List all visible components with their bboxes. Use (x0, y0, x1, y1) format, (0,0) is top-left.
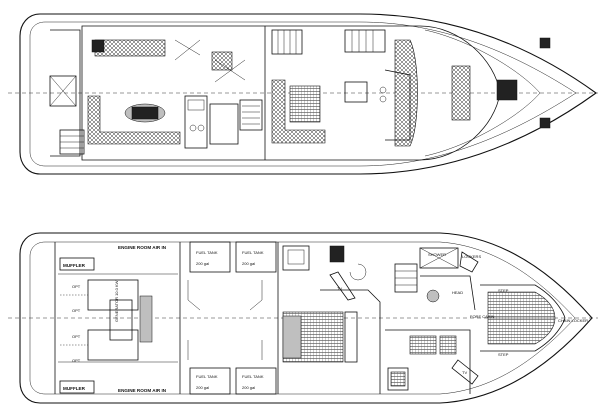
lower-stairs-treads (395, 270, 417, 286)
lockers-label: LOCKERS (462, 254, 481, 259)
helm-counter (384, 69, 411, 141)
foredeck-hatch (496, 79, 518, 101)
salon-table-insert (131, 106, 159, 120)
helm-station (394, 39, 418, 147)
fore-cabin-label: FORE CABIN (470, 314, 495, 319)
anchor-chain-locker-2 (539, 117, 551, 129)
guest-cabinet (387, 367, 409, 391)
fuel-tank-2-capacity: 200 gal (242, 261, 255, 266)
head-toilet-icon (426, 289, 440, 303)
engine-fwd-block (139, 295, 153, 343)
door-swing-2 (214, 59, 246, 83)
upper-helm-seat (211, 51, 233, 71)
fuel-tank-1 (189, 241, 231, 273)
fuel-tank-4 (235, 367, 277, 395)
upper-deck-plan (8, 13, 598, 175)
salon-settee (87, 95, 181, 145)
upper-inner-rail (29, 21, 577, 167)
upper-stairs (271, 29, 303, 55)
fuel-tank-3 (189, 367, 231, 395)
upper-console (344, 81, 368, 103)
galley-storage (239, 99, 263, 131)
opt-label-3: OPT (72, 334, 81, 339)
galley-sink-icon (187, 99, 205, 111)
lower-inner-hull (29, 241, 576, 395)
upper-stairs-treads (277, 30, 297, 54)
tv-label-1: TV (337, 286, 342, 291)
fuel-tank-4-capacity: 200 gal (242, 385, 255, 390)
muffler-top (59, 257, 95, 271)
muffler-bottom (59, 380, 95, 394)
fuel-tank-2-label: FUEL TANK (242, 250, 264, 255)
galley-stove-burner-2-icon (197, 124, 205, 132)
step-bottom-label: STEP (498, 352, 509, 357)
engine-room-air-in-top: ENGINE ROOM AIR IN (118, 245, 167, 250)
upper-dinette-table (289, 85, 321, 123)
shower-stall (419, 247, 459, 269)
opt-label-2: OPT (72, 308, 81, 313)
fuel-tank-4-label: FUEL TANK (242, 374, 264, 379)
fuel-tank-2 (235, 241, 277, 273)
aft-settee (94, 39, 166, 57)
head-wall (420, 275, 476, 311)
upper-console-knob-icon (379, 86, 387, 94)
galley-stove-burner-icon (189, 124, 197, 132)
head-label: HEAD (452, 290, 463, 295)
galley-cabinet (209, 103, 239, 145)
fwd-locker-shape (459, 251, 479, 273)
vanity (282, 245, 310, 271)
opt-label-4: OPT (72, 358, 81, 363)
lower-deck-plan (8, 232, 598, 404)
upper-dinette (271, 79, 326, 144)
fuel-tank-3-label: FUEL TANK (196, 374, 218, 379)
engine-room-rails (58, 273, 178, 363)
master-nightstand (344, 311, 358, 363)
aft-steps-treads (60, 135, 84, 149)
galley-storage-shelves (242, 105, 260, 125)
aft-corner-seat (91, 39, 105, 53)
muffler-top-label: MUFFLER (63, 263, 86, 268)
chain-locker-label: CHAIN LOCKER (558, 318, 588, 323)
door-swing-1 (174, 39, 201, 61)
fwd-stairs (344, 29, 386, 53)
master-locker (329, 245, 345, 263)
anchor-chain-locker (539, 37, 551, 49)
master-locker-circle (349, 263, 367, 281)
generator (109, 299, 133, 341)
fwd-stairs-treads (351, 30, 374, 52)
fuel-tank-1-capacity: 200 gal (196, 261, 209, 266)
shower-drain-icon (419, 247, 459, 269)
aft-hatch-cross-icon (49, 75, 77, 107)
aft-hatch-icon (49, 75, 77, 107)
generator-label: GENERATOR 10.0 KW (114, 280, 119, 322)
engine-room-air-in-bottom: ENGINE ROOM AIR IN (118, 388, 167, 393)
guest-wall (385, 329, 471, 394)
upper-aft-cockpit (50, 29, 81, 157)
muffler-bottom-label: MUFFLER (63, 386, 86, 391)
upper-console-knob-2-icon (379, 95, 387, 103)
opt-label-1: OPT (72, 284, 81, 289)
guest-cabinet-inner (390, 371, 406, 387)
shower-label: SHOWER (428, 252, 446, 257)
lower-deck-labels: ENGINE ROOM AIR IN ENGINE ROOM AIR IN MU… (63, 245, 588, 393)
master-wall (320, 289, 381, 394)
fwd-deck-line (424, 29, 541, 157)
guest-bed-2 (439, 335, 457, 355)
vanity-sink-icon (287, 249, 305, 265)
fore-cabin-wall (480, 284, 566, 352)
guest-bed-1 (409, 335, 437, 355)
tv-label-2: TV (462, 370, 467, 375)
fuel-tank-3-capacity: 200 gal (196, 385, 209, 390)
fuel-tank-1-label: FUEL TANK (196, 250, 218, 255)
guest-tv-cabinet (451, 359, 479, 385)
tank-room-tanks (187, 280, 263, 360)
step-top-label: STEP (498, 288, 509, 293)
master-tv-cabinet (329, 271, 356, 301)
galley-counter (184, 95, 208, 149)
foredeck-cushion (451, 65, 471, 121)
master-bed-pillow (282, 315, 302, 359)
